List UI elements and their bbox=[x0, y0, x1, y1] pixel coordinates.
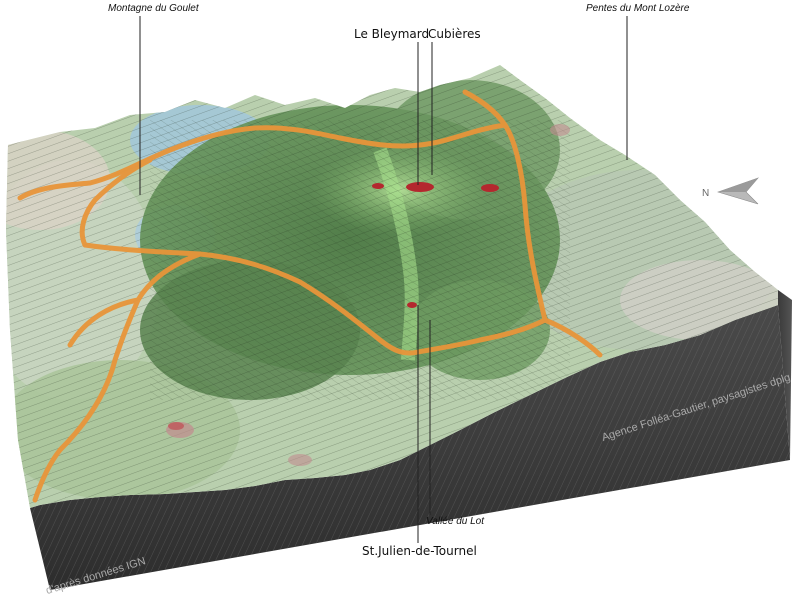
road-west-lower bbox=[67, 297, 141, 348]
label-le-bleymard: Le Bleymard bbox=[354, 27, 430, 41]
village-markers bbox=[168, 182, 499, 430]
road-west-descent bbox=[32, 251, 203, 503]
label-cubieres: Cubières bbox=[428, 27, 481, 41]
road-east-spur bbox=[462, 89, 508, 128]
label-montagne-du-goulet: Montagne du Goulet bbox=[108, 3, 199, 14]
label-pentes-du-mont-lozere: Pentes du Mont Lozère bbox=[586, 3, 690, 14]
label-st-julien-de-tournel: St.Julien-de-Tournel bbox=[362, 544, 477, 558]
road-west-loop bbox=[79, 157, 153, 248]
north-arrow-letter: N bbox=[702, 188, 709, 199]
leader-lines bbox=[139, 16, 628, 543]
road-north-loop bbox=[17, 122, 548, 323]
village-st-julien bbox=[407, 302, 417, 308]
village-le-bleymard bbox=[406, 182, 434, 192]
north-arrow-icon: N bbox=[702, 177, 759, 205]
village-cubieres bbox=[481, 184, 499, 192]
label-vallee-du-lot: Vallée du Lot bbox=[426, 516, 485, 527]
road-network bbox=[17, 89, 603, 503]
block-side-right bbox=[778, 290, 792, 460]
